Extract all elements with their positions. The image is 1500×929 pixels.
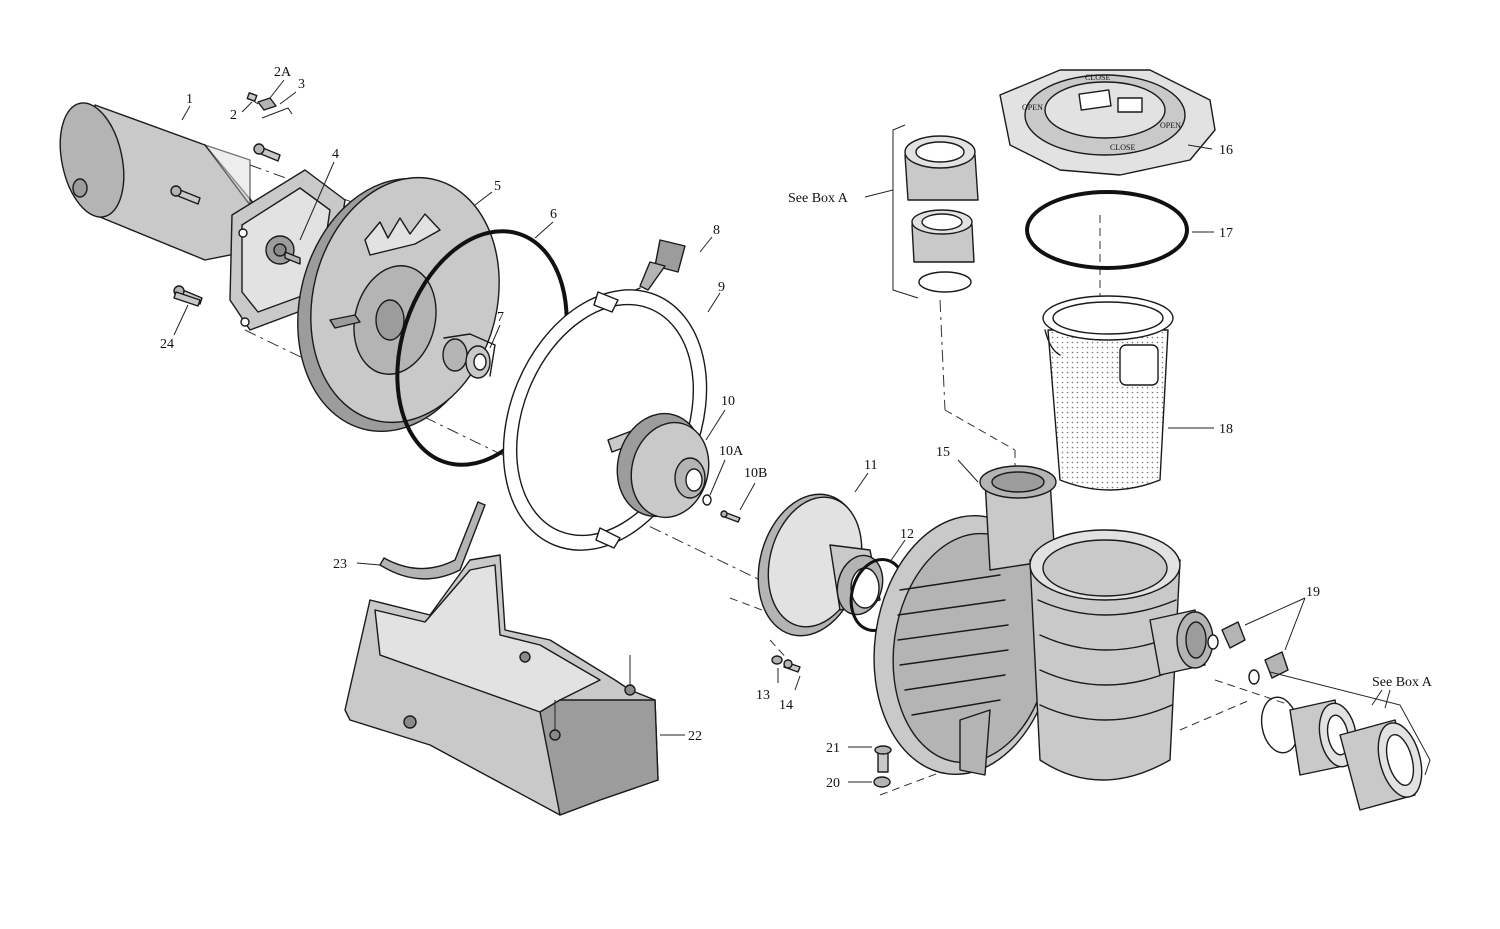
base-bolt: [873, 745, 892, 788]
callout-3: 3: [298, 77, 305, 92]
callout-9: 9: [718, 280, 725, 295]
callout-21: 21: [826, 741, 840, 756]
diffuser-screw: [771, 655, 801, 673]
motor: [59, 102, 346, 331]
drain-plugs: [1207, 621, 1289, 685]
callout-14: 14: [779, 698, 793, 713]
strainer-basket: [1042, 295, 1174, 491]
callout-12: 12: [900, 527, 914, 542]
impeller: [607, 412, 710, 519]
callout-11: 11: [864, 458, 877, 473]
union-top: [864, 124, 979, 299]
callout-labels: 1 2 2A 3 4 5 6 7 8 9 10 10A 10B 11 12 13…: [160, 65, 1433, 791]
callout-16: 16: [1219, 143, 1233, 158]
lid-open-left: OPEN: [1022, 103, 1043, 112]
callout-6: 6: [550, 207, 557, 222]
callout-23: 23: [333, 557, 347, 572]
seal-plate: [297, 176, 500, 433]
callout-17: 17: [1219, 226, 1233, 241]
callout-22: 22: [688, 729, 702, 744]
leader-lines: [173, 79, 1383, 783]
callout-20: 20: [826, 776, 840, 791]
callout-2: 2: [230, 108, 237, 123]
callout-8: 8: [713, 223, 720, 238]
clamp-ring: [502, 289, 708, 551]
callout-5: 5: [494, 179, 501, 194]
diffuser: [757, 493, 884, 637]
pump-housing: [873, 465, 1214, 781]
callout-4: 4: [332, 147, 339, 162]
see-box-a-top: See Box A: [788, 191, 849, 206]
lid-close-top: CLOSE: [1085, 73, 1110, 82]
union-right: [1260, 671, 1431, 811]
o-ring-17: [1025, 190, 1189, 270]
shaft-seal: [442, 333, 496, 379]
callout-13: 13: [756, 688, 770, 703]
callout-1: 1: [186, 92, 193, 107]
pump-base: [344, 554, 659, 816]
callout-7: 7: [497, 310, 504, 325]
callout-10b: 10B: [744, 466, 767, 481]
see-box-a-right: See Box A: [1372, 675, 1433, 690]
terminal-parts: [246, 92, 293, 119]
base-pad: [379, 501, 486, 580]
callout-18: 18: [1219, 422, 1233, 437]
callout-2a: 2A: [274, 65, 292, 80]
bolt-24: [173, 291, 201, 307]
callout-24: 24: [160, 337, 174, 352]
callout-10a: 10A: [719, 444, 744, 459]
lid-open-right: OPEN: [1160, 121, 1181, 130]
callout-19: 19: [1306, 585, 1320, 600]
strainer-lid: CLOSE OPEN OPEN CLOSE: [999, 69, 1216, 176]
callout-15: 15: [936, 445, 950, 460]
callout-10: 10: [721, 394, 735, 409]
lid-close-bottom: CLOSE: [1110, 143, 1135, 152]
impeller-hardware: [702, 494, 741, 523]
